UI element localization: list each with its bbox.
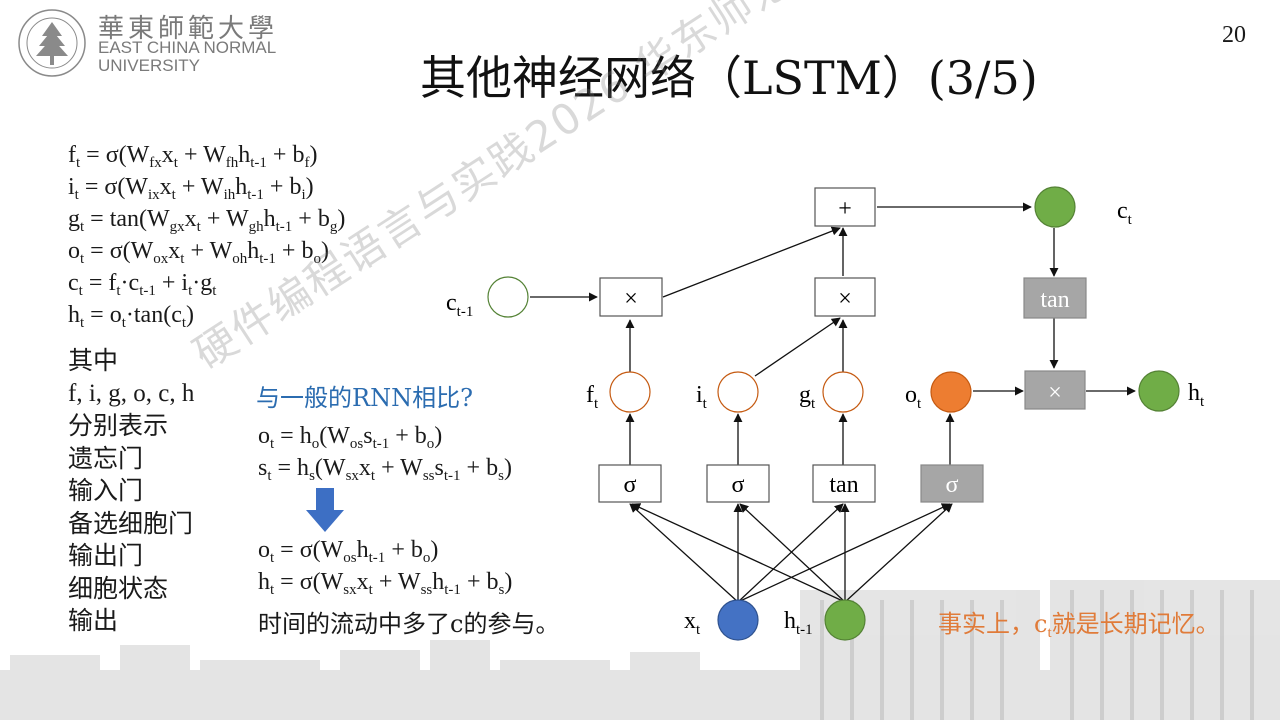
forget-gate-node xyxy=(609,371,651,413)
svg-text:×: × xyxy=(838,286,852,312)
lstm-equation-0: ft = σ(Wfxxt + Wfhht-1 + bf) xyxy=(68,142,318,171)
output-gate-node xyxy=(930,371,972,413)
term-heading: 其中 xyxy=(68,346,119,375)
rnn-rewritten-equation-0: ot = σ(Wosht-1 + bo) xyxy=(258,537,439,566)
svg-text:×: × xyxy=(624,286,638,312)
lstm-equation-2: gt = tan(Wgxxt + Wghht-1 + bg) xyxy=(68,206,346,235)
output-multiply-box: × xyxy=(1024,370,1086,410)
svg-text:tan: tan xyxy=(1040,287,1069,313)
slide-title: 其他神经网络（LSTM）(3/5) xyxy=(420,51,1038,105)
cell-state-node xyxy=(1034,186,1076,228)
label-f: ft xyxy=(586,382,599,412)
campus-skyline-background xyxy=(0,580,1280,720)
rnn-rewritten-equations: ot = σ(Wosht-1 + bo) ht = σ(Wsxxt + Wssht… xyxy=(258,534,512,598)
candidate-tan-box: tan xyxy=(812,464,876,503)
prev-hidden-node xyxy=(824,599,866,641)
rnn-equations: ot = ho(Wosst-1 + bo) st = hs(Wsxxt + Wss… xyxy=(258,420,512,484)
label-h-prev: ht-1 xyxy=(784,608,813,638)
input-multiply-box: × xyxy=(814,277,876,317)
input-x-node xyxy=(717,599,759,641)
term-item-6: 输出 xyxy=(68,606,119,635)
term-item-3: 备选细胞门 xyxy=(68,508,194,538)
cell-tan-box: tan xyxy=(1023,277,1087,319)
label-h: ht xyxy=(1188,380,1205,410)
hidden-output-node xyxy=(1138,370,1180,412)
university-logo xyxy=(18,9,86,77)
svg-text:×: × xyxy=(1048,380,1062,406)
comparison-question: 与一般的RNN相比? xyxy=(256,384,473,412)
term-item-4: 输出门 xyxy=(68,541,144,570)
term-symbols: f, i, g, o, c, h xyxy=(68,379,195,407)
term-item-0: 分别表示 xyxy=(68,411,169,440)
input-sigma-box: σ xyxy=(706,464,770,503)
svg-text:σ: σ xyxy=(946,472,959,498)
term-item-5: 细胞状态 xyxy=(68,573,169,603)
svg-text:tan: tan xyxy=(829,472,858,498)
university-name-en-line1: EAST CHINA NORMAL xyxy=(98,38,277,57)
output-sigma-box: σ xyxy=(920,464,984,503)
svg-text:σ: σ xyxy=(732,472,745,498)
rnn-rewritten-equation-1: ht = σ(Wsxxt + Wssht-1 + bs) xyxy=(258,569,513,598)
candidate-gate-node xyxy=(822,371,864,413)
term-item-1: 遗忘门 xyxy=(68,443,144,473)
term-list: 其中 f, i, g, o, c, h 分别表示遗忘门输入门备选细胞门输出门细胞… xyxy=(68,345,194,638)
university-name-en-line2: UNIVERSITY xyxy=(98,56,201,75)
lstm-equation-3: ot = σ(Woxxt + Wohht-1 + bo) xyxy=(68,238,329,267)
svg-text:+: + xyxy=(838,196,852,222)
label-c: ct xyxy=(1117,198,1133,228)
rnn-equation-0: ot = ho(Wosst-1 + bo) xyxy=(258,423,443,452)
input-gate-node xyxy=(717,371,759,413)
long-term-memory-note: 事实上，ct就是长期记忆。 xyxy=(938,610,1220,641)
university-name-cn: 華東師範大學 xyxy=(98,14,279,44)
page-number: 20 xyxy=(1222,22,1246,48)
flow-note: 时间的流动中多了c的参与。 xyxy=(258,610,560,638)
svg-text:σ: σ xyxy=(624,472,637,498)
plus-box: + xyxy=(814,187,876,227)
rnn-equation-1: st = hs(Wsxxt + Wssst-1 + bs) xyxy=(258,455,512,484)
lstm-equation-1: it = σ(Wixxt + Wihht-1 + bi) xyxy=(68,174,314,203)
term-item-2: 输入门 xyxy=(68,476,144,505)
label-i: it xyxy=(696,382,708,412)
forget-multiply-box: × xyxy=(599,277,663,317)
lstm-equation-5: ht = ot·tan(ct) xyxy=(68,302,195,331)
input-connections xyxy=(530,202,1136,603)
down-arrow-icon xyxy=(306,488,344,532)
lstm-cell-diagram: + × × tan × σ σ tan σ ct-1 ft it g xyxy=(446,186,1205,641)
label-c-prev: ct-1 xyxy=(446,290,473,320)
label-g: gt xyxy=(799,382,816,412)
label-x: xt xyxy=(684,608,701,638)
prev-cell-node xyxy=(487,276,529,318)
forget-sigma-box: σ xyxy=(598,464,662,503)
label-o: ot xyxy=(905,382,922,412)
lstm-equations: ft = σ(Wfxxt + Wfhht-1 + bf) it = σ(Wixxt… xyxy=(68,139,345,331)
lstm-equation-4: ct = ft·ct-1 + it·gt xyxy=(68,270,217,299)
